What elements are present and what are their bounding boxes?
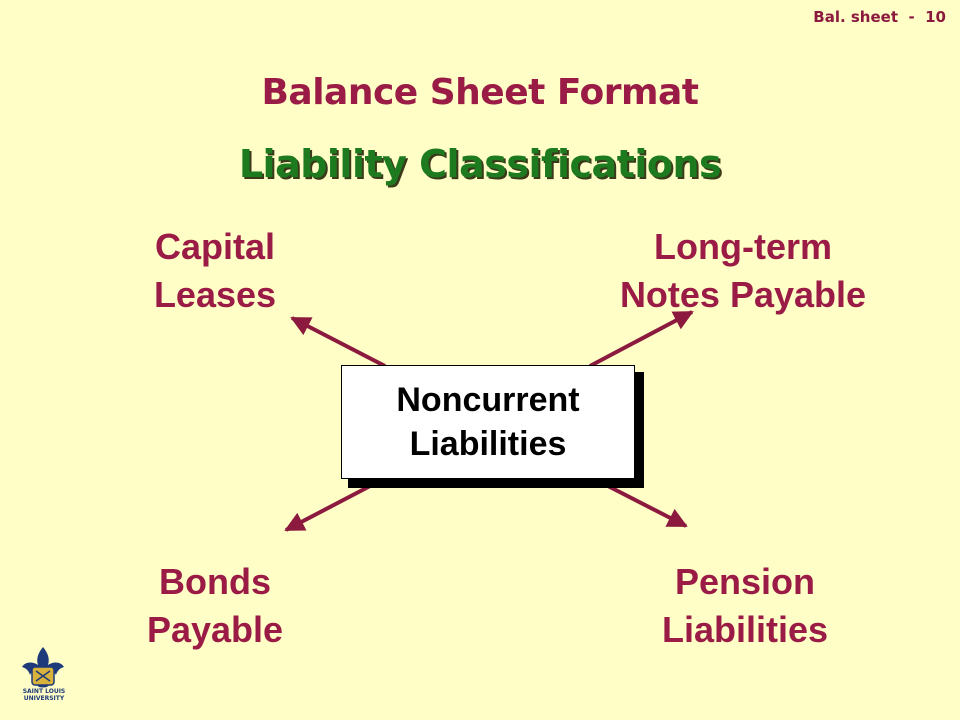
- arrow-bottom-right: [605, 483, 688, 528]
- branch-line: Payable: [146, 609, 284, 650]
- branch-capital-leases: Capital Leases: [120, 223, 310, 319]
- slide-number: Bal. sheet - 10: [813, 8, 946, 26]
- branch-pension-liabilities: Pension Liabilities: [620, 558, 870, 654]
- arrow-top-right: [589, 310, 694, 368]
- branch-line: Capital: [154, 226, 276, 267]
- logo-line: UNIVERSITY: [23, 695, 65, 702]
- slide-subtitle: Liability Classifications: [238, 142, 722, 186]
- logo-line: SAINT LOUIS: [22, 688, 66, 695]
- branch-line: Liabilities: [661, 609, 829, 650]
- slide-title: Balance Sheet Format: [261, 72, 699, 113]
- branch-line: Long-term: [654, 226, 832, 267]
- arrow-top-left: [290, 316, 386, 368]
- arrow-bottom-left: [284, 483, 373, 532]
- university-logo-text: SAINT LOUIS UNIVERSITY: [16, 688, 72, 702]
- center-line: Liabilities: [409, 425, 567, 463]
- branch-line: Leases: [153, 274, 277, 315]
- branch-long-term-notes-payable: Long-term Notes Payable: [578, 223, 908, 319]
- center-line: Noncurrent: [396, 381, 580, 419]
- center-node-noncurrent-liabilities: Noncurrent Liabilities: [341, 365, 635, 479]
- university-logo-icon: [22, 647, 64, 688]
- branch-line: Pension: [674, 561, 816, 602]
- branch-bonds-payable: Bonds Payable: [110, 558, 320, 654]
- branch-line: Bonds: [159, 561, 271, 602]
- branch-line: Notes Payable: [619, 274, 867, 315]
